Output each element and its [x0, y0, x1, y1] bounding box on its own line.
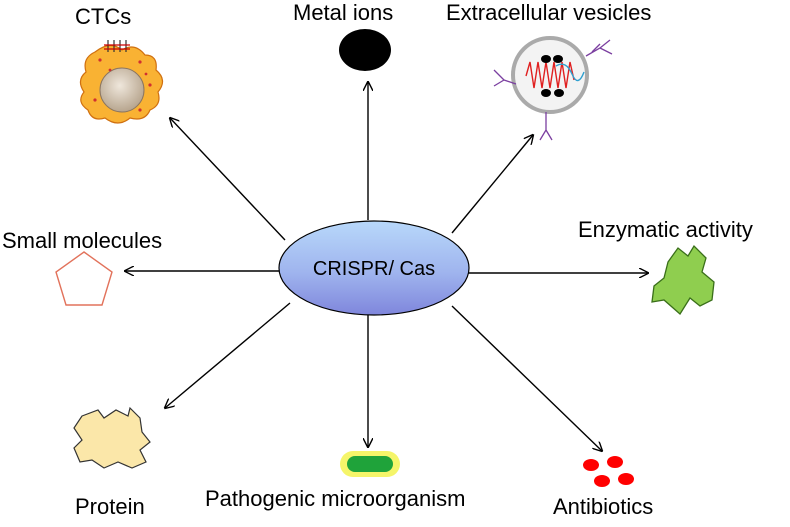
protein-icon — [73, 406, 151, 469]
arrows — [125, 82, 648, 451]
protein-label: Protein — [75, 494, 145, 519]
metal-ions-node: Metal ions — [293, 0, 393, 71]
antibody-icon — [493, 39, 613, 141]
pathogen-node: Pathogenic microorganism — [205, 451, 465, 511]
arrow-to-extracellular-vesicles — [451, 135, 533, 234]
small-molecules-label: Small molecules — [2, 228, 162, 253]
arrow-to-ctcs — [170, 118, 286, 241]
protein-node: Protein — [73, 406, 151, 519]
antibiotics-node: Antibiotics — [553, 456, 653, 519]
enzymatic-activity-node: Enzymatic activity — [578, 217, 753, 315]
vesicle-dna-blue-icon — [555, 63, 585, 82]
metal-ion-icon — [339, 29, 391, 71]
extracellular-vesicles-label: Extracellular vesicles — [446, 0, 651, 25]
arrow-to-antibiotics — [451, 305, 602, 451]
center-label: CRISPR/ Cas — [313, 258, 435, 280]
antibiotics-label: Antibiotics — [553, 494, 653, 519]
small-molecules-node: Small molecules — [2, 228, 162, 306]
vesicle-dots-icon — [541, 55, 564, 97]
vesicle-icon — [511, 36, 589, 114]
antibiotic-dots-icon — [583, 456, 634, 487]
ctcs-label: CTCs — [75, 4, 131, 29]
center-node: CRISPR/ Cas — [278, 220, 470, 316]
pathogen-inner-icon — [347, 456, 393, 472]
pentagon-icon — [55, 251, 113, 306]
vesicle-dna-red-icon — [525, 61, 575, 89]
ctc-node: CTCs — [75, 4, 164, 124]
ctc-receptor-icon — [104, 40, 130, 52]
enzymatic-activity-label: Enzymatic activity — [578, 217, 753, 242]
extracellular-vesicles-node: Extracellular vesicles — [446, 0, 651, 141]
center-ellipse — [278, 220, 470, 316]
metal-ions-label: Metal ions — [293, 0, 393, 25]
enzyme-icon — [651, 244, 715, 315]
pathogen-label: Pathogenic microorganism — [205, 486, 465, 511]
ctc-nucleus-icon — [99, 67, 145, 113]
arrow-to-protein — [165, 302, 291, 408]
ctc-dots-icon — [93, 58, 152, 112]
